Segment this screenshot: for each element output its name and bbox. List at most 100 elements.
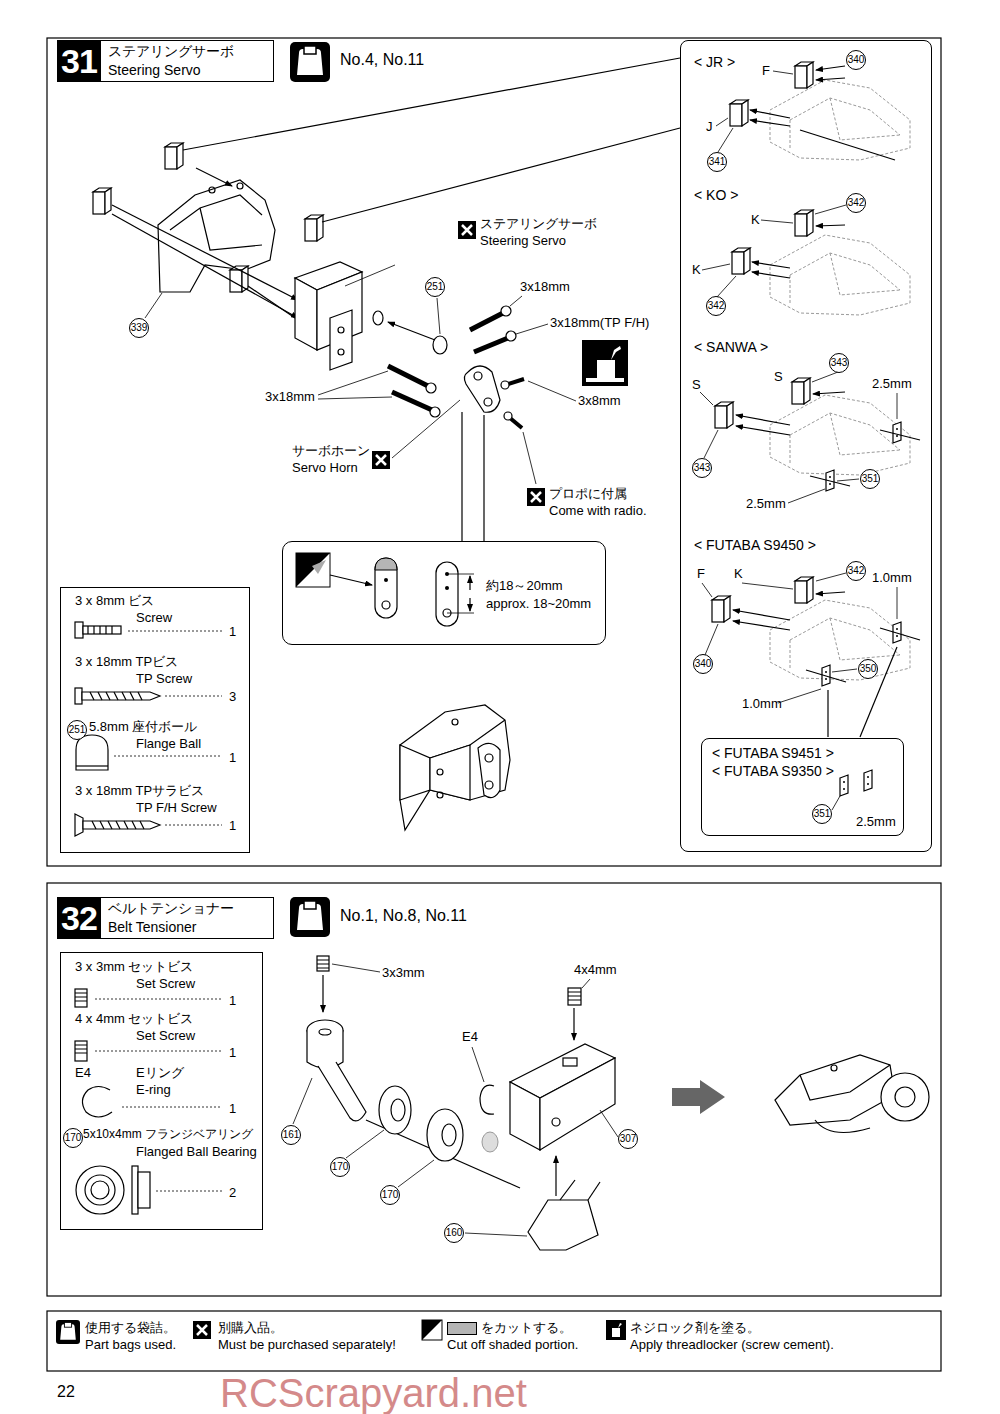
- text-label: 4x4mm: [574, 962, 617, 978]
- callout-number: 342: [706, 296, 726, 316]
- text-label: E4: [462, 1029, 478, 1045]
- legend-swatch: [447, 1322, 477, 1335]
- node-text: Set Screw: [136, 1028, 195, 1044]
- callout-number: 343: [829, 353, 849, 373]
- node-text: 3 x 8mm ビス: [75, 593, 154, 609]
- text-label: Come with radio.: [549, 503, 647, 519]
- node-text: < FUTABA S9450 >: [694, 537, 816, 554]
- node-text: Flanged Ball Bearing: [136, 1144, 257, 1160]
- legend-text: 別購入品。: [218, 1320, 283, 1336]
- text-label: F: [697, 566, 705, 582]
- step-number: 31: [58, 41, 101, 81]
- parts-list: 3 x 8mm ビスScrew13 x 18mm TPビスTP Screw325…: [60, 587, 250, 853]
- callout-number: 339: [129, 318, 149, 338]
- callout-number: 340: [693, 654, 713, 674]
- text-label: プロポに付属: [549, 486, 627, 502]
- node-text: Set Screw: [136, 976, 195, 992]
- node-text: 2: [229, 1185, 236, 1201]
- text-label: No.4, No.11: [340, 50, 424, 69]
- callout-number: 160: [444, 1223, 464, 1243]
- text-label: K: [692, 262, 701, 278]
- step-number-text: 32: [61, 898, 97, 938]
- node-text: < KO >: [694, 187, 738, 204]
- node-text: 3 x 18mm TPサラビス: [75, 783, 204, 799]
- callout-number: 350: [858, 659, 878, 679]
- text-label: No.1, No.8, No.11: [340, 906, 467, 925]
- callout-number: 251: [67, 720, 87, 740]
- text-label: 2.5mm: [856, 814, 896, 830]
- watermark: RCScrapyard.net: [220, 1373, 527, 1413]
- step-number: 32: [58, 898, 101, 938]
- parts-list: 3 x 3mm セットビスSet Screw14 x 4mm セットビスSet …: [60, 952, 263, 1230]
- text-label: 3x18mm(TP F/H): [550, 315, 649, 331]
- node-text: Steering Servo: [108, 62, 201, 79]
- text-label: Must be purchased separately!: [218, 1337, 396, 1353]
- node-text: 3 x 18mm TPビス: [75, 654, 178, 670]
- node-text: Flange Ball: [136, 736, 201, 752]
- callout-number: 251: [425, 277, 445, 297]
- callout-number: 343: [692, 458, 712, 478]
- text-label: 3x18mm: [265, 389, 315, 405]
- text-label: Servo Horn: [292, 460, 358, 476]
- node-text: 3: [229, 689, 236, 705]
- callout-number: 342: [846, 193, 866, 213]
- callout-number: 351: [860, 469, 880, 489]
- callout-number: 342: [846, 561, 866, 581]
- node-text: 1: [229, 818, 236, 834]
- text-label: 3x3mm: [382, 965, 425, 981]
- node-text: 5x10x4mm フランジベアリング: [83, 1127, 253, 1141]
- text-label: 2.5mm: [872, 376, 912, 392]
- node-text: 5.8mm 座付ボール: [89, 719, 197, 735]
- text-label: S: [692, 377, 701, 393]
- node-text: E4: [75, 1065, 91, 1081]
- node-text: < SANWA >: [694, 339, 768, 356]
- node-text: < FUTABA S9350 >: [712, 763, 834, 780]
- node-text: 1: [229, 1101, 236, 1117]
- callout-number: 170: [330, 1157, 350, 1177]
- node-text: ステアリングサーボ: [108, 43, 234, 60]
- legend-text: をカットする。: [481, 1320, 572, 1336]
- node-text: TP Screw: [136, 671, 192, 687]
- node-text: 1: [229, 750, 236, 766]
- node-text: 3 x 3mm セットビス: [75, 959, 193, 975]
- node-text: TP F/H Screw: [136, 800, 217, 816]
- text-label: 2.5mm: [746, 496, 786, 512]
- text-label: S: [774, 369, 783, 385]
- text-label: サーボホーン: [292, 443, 370, 459]
- node-text: 約18～20mm: [486, 578, 563, 594]
- text-label: ステアリングサーボ: [480, 216, 597, 232]
- callout-number: 170: [63, 1128, 83, 1148]
- text-label: K: [751, 212, 760, 228]
- node-text: 1: [229, 1045, 236, 1061]
- node-text: 1: [229, 993, 236, 1009]
- callout-number: 170: [380, 1185, 400, 1205]
- text-label: J: [706, 119, 713, 135]
- legend-text: ネジロック剤を塗る。: [630, 1320, 760, 1336]
- step-header: ベルトテンショナー Belt Tensioner 32: [57, 897, 274, 939]
- step-header: ステアリングサーボ Steering Servo 31: [57, 40, 274, 82]
- callout-number: 340: [846, 50, 866, 70]
- node-text: ベルトテンショナー: [108, 900, 234, 917]
- node-text: 1: [229, 624, 236, 640]
- node-text: E-ring: [136, 1082, 171, 1098]
- node-text: 4 x 4mm セットビス: [75, 1011, 193, 1027]
- callout-number: 351: [812, 804, 832, 824]
- text-label: Steering Servo: [480, 233, 566, 249]
- node-text: < FUTABA S9451 >: [712, 745, 834, 762]
- text-label: 3x8mm: [578, 393, 621, 409]
- node-text: < JR >: [694, 54, 735, 71]
- text-label: 1.0mm: [872, 570, 912, 586]
- node-text: Eリング: [136, 1065, 184, 1081]
- text-label: Part bags used.: [85, 1337, 176, 1353]
- text-label: 1.0mm: [742, 696, 782, 712]
- node-text: approx. 18~20mm: [486, 596, 591, 612]
- node-text: Belt Tensioner: [108, 919, 196, 936]
- callout-number: 307: [618, 1129, 638, 1149]
- text-label: K: [734, 566, 743, 582]
- text-label: F: [762, 63, 770, 79]
- step-number-text: 31: [61, 41, 97, 81]
- callout-number: 341: [707, 152, 727, 172]
- text-label: 3x18mm: [520, 279, 570, 295]
